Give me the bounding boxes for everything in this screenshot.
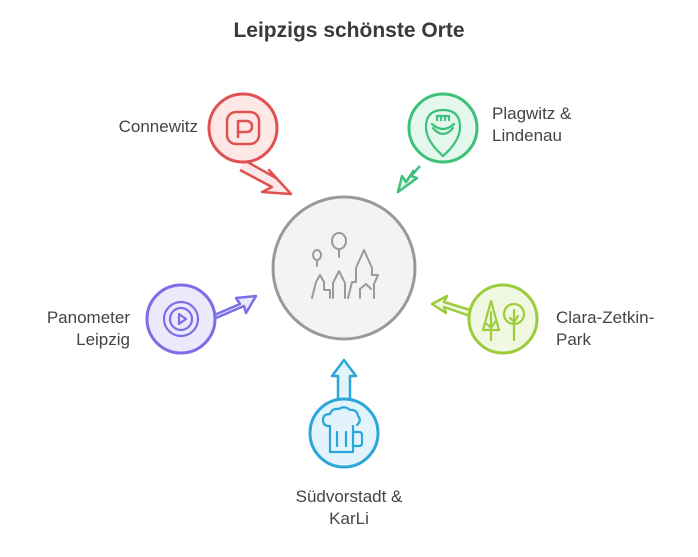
label-suedvorstadt-karli: Südvorstadt & KarLi — [262, 486, 436, 530]
node-connewitz — [207, 92, 293, 196]
label-clara-zetkin-park: Clara-Zetkin- Park — [556, 307, 686, 351]
beer-mug-icon — [321, 406, 364, 454]
location-pin-icon — [424, 108, 462, 158]
label-line: KarLi — [329, 509, 369, 528]
node-suedvorstadt-karli — [308, 358, 380, 469]
leipzig-skyline-icon — [311, 232, 379, 299]
diagram-title: Leipzigs schönste Orte — [233, 19, 465, 42]
label-line: Connewitz — [118, 117, 198, 136]
label-line: Lindenau — [492, 126, 562, 145]
label-connewitz: Connewitz — [70, 116, 198, 138]
trees-icon — [481, 299, 526, 342]
parking-icon — [225, 110, 261, 146]
label-line: Plagwitz & — [492, 104, 572, 123]
label-line: Südvorstadt & — [295, 487, 403, 506]
label-line: Park — [556, 330, 591, 349]
center-node — [271, 195, 417, 341]
node-panometer-leipzig — [145, 283, 258, 355]
label-line: Panometer — [46, 308, 130, 327]
play-button-icon — [162, 300, 200, 338]
node-plagwitz-lindenau — [396, 92, 479, 194]
node-clara-zetkin-park — [430, 283, 539, 355]
label-line: Clara-Zetkin- — [556, 308, 655, 327]
label-panometer-leipzig: Panometer Leipzig — [10, 307, 130, 351]
label-plagwitz-lindenau: Plagwitz & Lindenau — [492, 103, 632, 147]
label-line: Leipzig — [76, 330, 130, 349]
